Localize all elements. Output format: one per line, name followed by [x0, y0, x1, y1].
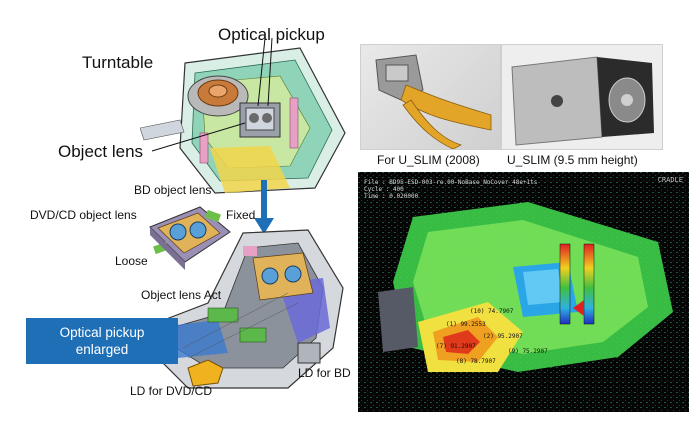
caption-photo-right: U_SLIM (9.5 mm height): [507, 153, 638, 167]
optical-pickup-enlarged-badge: Optical pickup enlarged: [26, 318, 178, 364]
label-bd-object-lens: BD object lens: [134, 183, 212, 197]
sim-tag: (2) 95.2907: [483, 333, 523, 340]
dvd-cd-object-lens-illustration: [149, 206, 231, 270]
thermal-simulation-view: File : BD95-ESD-003-re.00-NoBase_NoCover…: [358, 172, 689, 412]
label-fixed: Fixed: [226, 208, 256, 222]
sim-tag: (8) 78.7907: [456, 358, 496, 365]
label-optical-pickup: Optical pickup: [218, 25, 325, 44]
label-loose: Loose: [115, 254, 148, 268]
sim-tag: (1) 99.2553: [446, 321, 486, 328]
simulation-header: File : BD95-ESD-003-re.00-NoBase_NoCover…: [364, 179, 538, 201]
label-object-lens-act: Object lens Act: [141, 288, 222, 302]
photo-u-slim-drive: [501, 44, 663, 150]
sim-tag: (9) 75.2907: [508, 348, 548, 355]
down-arrow-icon: [254, 180, 274, 234]
badge-line-2: enlarged: [75, 342, 129, 357]
simulation-brand: CRADLE: [657, 176, 683, 184]
turntable-assembly-illustration: [140, 38, 346, 194]
label-ld-bd: LD for BD: [298, 366, 351, 380]
simulation-header-line-3: Time : 0.020000: [364, 192, 419, 200]
sim-tag: (10) 74.7907: [470, 308, 514, 315]
simulation-header-line-1: File : BD95-ESD-003-re.00-NoBase_NoCover…: [364, 179, 538, 186]
badge-line-1: Optical pickup: [59, 325, 145, 340]
pickup-photo-graphic: [375, 54, 492, 149]
caption-photo-left: For U_SLIM (2008): [377, 153, 480, 167]
label-dvd-cd-object-lens: DVD/CD object lens: [30, 208, 137, 222]
optical-pickup-enlarged-illustration: [152, 229, 344, 389]
simulation-graphic: [358, 172, 689, 412]
label-object-lens: Object lens: [58, 142, 144, 161]
sim-tag: (7) 91.2907: [436, 343, 476, 350]
photo-u-slim-2008: [360, 44, 501, 150]
drive-photo-graphic: [511, 56, 654, 146]
simulation-header-line-2: Cycle : 400: [364, 185, 404, 193]
label-turntable: Turntable: [82, 53, 154, 72]
label-ld-dvd-cd: LD for DVD/CD: [130, 384, 213, 398]
